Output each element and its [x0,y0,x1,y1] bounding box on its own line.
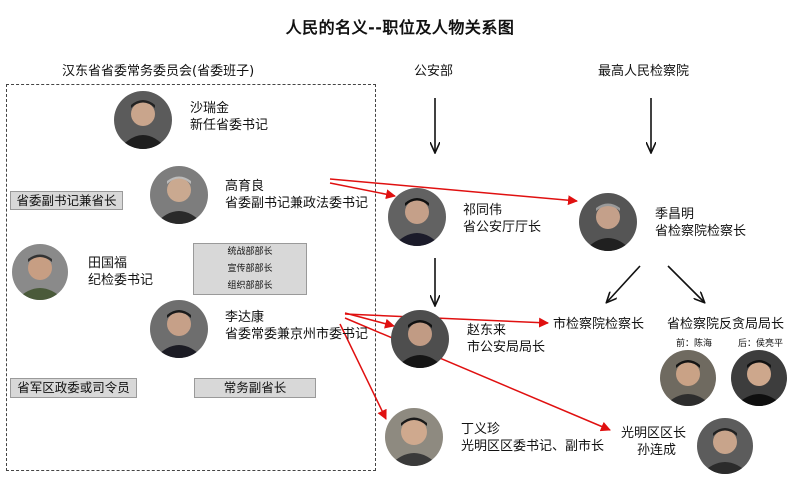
arrow-li-to-sun [344,317,611,432]
zhao-name: 赵东来 [467,323,507,338]
qi-portrait [388,188,446,246]
sun-name: 孙连成 [637,443,677,458]
committee-box [6,84,376,471]
zhao-role: 市公安局局长 [467,340,546,355]
sha-portrait [114,91,172,149]
gao-portrait [150,166,208,224]
committee-header: 汉东省省委常务委员会(省委班子) [62,64,255,79]
tian-name: 田国福 [88,256,128,271]
exec-vice-governor-box: 常务副省长 [194,378,316,398]
li-portrait [150,300,208,358]
dept-propaganda: 宣传部部长 [227,264,273,274]
arrow-ji-to-anti [667,265,704,302]
tian-portrait [12,244,68,300]
arrow-ji-to-city [607,265,641,302]
former-label: 前：陈海 [676,339,713,349]
ji-role: 省检察院检察长 [655,224,747,239]
dept-organization: 组织部部长 [227,281,273,291]
page-title: 人民的名义--职位及人物关系图 [285,18,515,37]
li-name: 李达康 [225,310,265,325]
arrow-li-to-ding [339,323,387,420]
gao-name: 高育良 [225,179,265,194]
deputy-governor-box: 省委副书记兼省长 [10,191,123,210]
ji-name: 季昌明 [655,207,695,222]
zhao-portrait [391,310,449,368]
anti-corruption-label: 省检察院反贪局局长 [667,317,785,332]
department-heads-box: 统战部部长 宣传部部长 组织部部长 [193,243,307,295]
procuratorate-header: 最高人民检察院 [598,64,690,79]
hou-liangping-portrait [731,350,787,406]
latter-label: 后：侯亮平 [738,339,784,349]
ding-name: 丁义珍 [461,422,501,437]
ji-portrait [579,193,637,251]
arrow-li-to-city [344,313,549,328]
tian-role: 纪检委书记 [88,273,154,288]
city-procuratorate-label: 市检察院检察长 [553,317,645,332]
sun-role: 光明区区长 [621,426,687,441]
gao-role: 省委副书记兼政法委书记 [225,196,369,211]
sha-role: 新任省委书记 [190,118,269,133]
ding-portrait [385,408,443,466]
ding-role: 光明区区委书记、副市长 [461,439,605,454]
sha-name: 沙瑞金 [190,101,230,116]
qi-role: 省公安厅厅长 [463,220,542,235]
chen-hai-portrait [660,350,716,406]
qi-name: 祁同伟 [463,203,503,218]
arrow-li-to-zhao [344,312,395,329]
military-box: 省军区政委或司令员 [10,378,137,398]
sun-portrait [697,418,753,474]
police-header: 公安部 [414,64,454,79]
li-role: 省委常委兼京州市委书记 [225,327,369,342]
arrow-gao-to-ji [329,178,578,206]
dept-united-front: 统战部部长 [227,247,273,257]
arrow-gao-to-qi [329,182,396,200]
